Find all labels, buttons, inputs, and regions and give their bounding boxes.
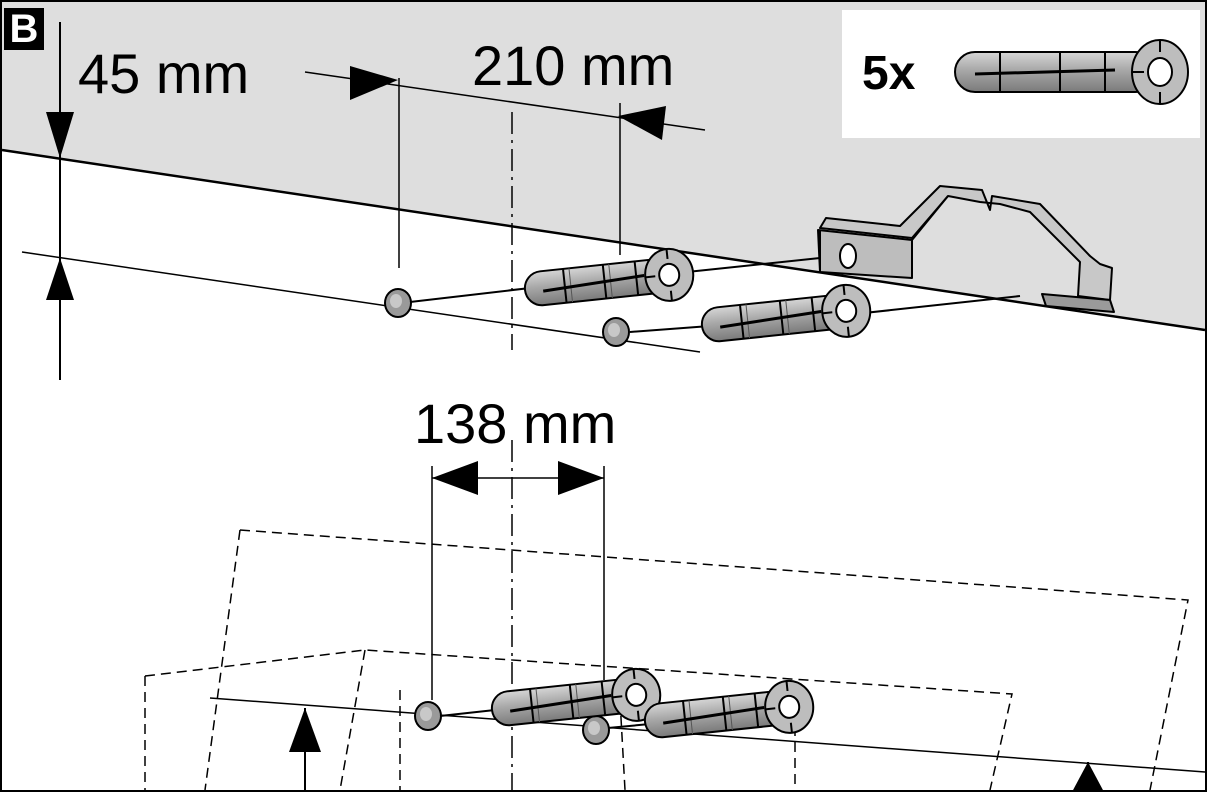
dimension-label-210mm: 210 mm (472, 38, 674, 94)
drill-hole (583, 716, 609, 744)
dimension-label-45mm: 45 mm (78, 46, 249, 102)
step-label: B (4, 8, 44, 50)
drill-hole (603, 318, 629, 346)
drill-hole (385, 289, 411, 317)
dimension-label-138mm: 138 mm (414, 396, 616, 452)
drill-hole (415, 702, 441, 730)
parts-quantity: 5x (862, 50, 915, 98)
